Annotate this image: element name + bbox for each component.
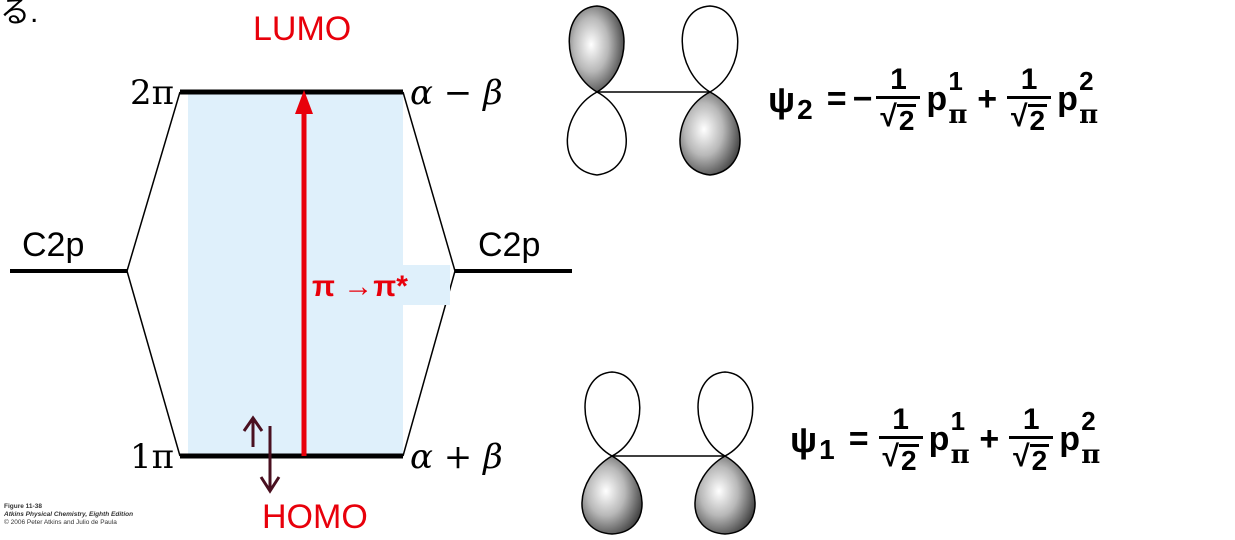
- psi-symbol: ψ: [790, 418, 818, 460]
- plus-sign: +: [979, 420, 1000, 458]
- credit-book-title: Atkins Physical Chemistry, Eighth Editio…: [4, 511, 134, 518]
- orbital-lobe-shaded: [679, 91, 741, 176]
- fraction-numerator: 1: [890, 63, 907, 96]
- fraction-bar: [1007, 96, 1052, 99]
- spin-down-arrowhead: [259, 476, 281, 494]
- pi-subscript: π: [950, 440, 970, 470]
- radical-sign: √: [882, 440, 899, 473]
- fraction: 1 √2: [876, 63, 921, 136]
- atom-index: 1: [950, 406, 966, 436]
- equals-sign: =: [826, 80, 847, 118]
- p-symbol: p: [1057, 80, 1078, 118]
- electron-pair-arrows: [242, 415, 281, 494]
- fraction-denominator: √2: [883, 439, 919, 475]
- radicand: 2: [899, 444, 919, 476]
- fraction-denominator: √2: [1013, 439, 1050, 476]
- fraction-numerator: 1: [1022, 403, 1040, 436]
- atom-index: 1: [948, 66, 963, 96]
- psi-symbol: ψ: [768, 78, 796, 120]
- orbital-lobe-shaded: [581, 455, 643, 535]
- orbital-lobe-shaded: [694, 455, 756, 535]
- bonding-orbital-drawing: [581, 371, 756, 535]
- fraction-numerator: 1: [892, 403, 909, 436]
- pi-subscript: π: [948, 100, 968, 130]
- fraction-denominator: √2: [880, 99, 917, 136]
- radical-sign: √: [1013, 440, 1030, 473]
- homo-label: HOMO: [262, 498, 368, 535]
- equals-sign: =: [848, 420, 869, 458]
- orbital-lobe-white: [584, 371, 641, 457]
- psi-subscript: 2: [797, 93, 813, 125]
- fraction: 1 √2: [1009, 403, 1054, 476]
- transition-arrowhead: [295, 90, 313, 114]
- figure-credit: Figure 11-38 Atkins Physical Chemistry, …: [4, 503, 133, 527]
- energy-label-upper: α − β: [410, 73, 503, 113]
- orbital-lobe-white: [566, 91, 627, 176]
- fraction-bar: [878, 436, 923, 439]
- pi-subscript: π: [1079, 100, 1099, 130]
- fraction-numerator: 1: [1020, 63, 1038, 96]
- p-symbol: p: [1059, 420, 1080, 458]
- orbital-lobe-white: [697, 371, 754, 457]
- c2p-label-right: C2p: [478, 226, 540, 264]
- orbital-lobe-white: [681, 5, 739, 93]
- radical-sign: √: [1011, 100, 1028, 133]
- p-symbol: p: [926, 80, 948, 118]
- fraction-denominator: √2: [1011, 99, 1048, 136]
- antibonding-orbital-drawing: [566, 5, 741, 176]
- radical-sign: √: [880, 100, 897, 133]
- fraction: 1 √2: [878, 403, 923, 475]
- level-label-2pi: 2π: [130, 73, 174, 113]
- correlation-line-left-upper: [126, 91, 181, 272]
- psi-subscript: 1: [819, 433, 835, 465]
- orbital-lobe-shaded: [568, 5, 625, 93]
- radicand: 2: [1029, 444, 1050, 476]
- minus-sign: −: [852, 80, 873, 118]
- transition-label: π →π*: [312, 270, 408, 303]
- correlation-line-right-upper: [402, 91, 456, 272]
- fraction-bar: [876, 96, 921, 99]
- lumo-label: LUMO: [253, 10, 351, 48]
- c2p-label-left: C2p: [22, 226, 84, 264]
- pi-subscript: π: [1081, 440, 1101, 470]
- radicand: 2: [896, 104, 917, 136]
- credit-figure-number: Figure 11-38: [4, 503, 42, 510]
- atom-index: 2: [1079, 66, 1094, 96]
- transition-label-backdrop: [310, 265, 450, 305]
- page-fragment-text: る.: [0, 0, 38, 29]
- credit-copyright: © 2006 Peter Atkins and Julio de Paula: [4, 519, 117, 526]
- energy-label-lower: α + β: [410, 437, 503, 477]
- fraction-bar: [1009, 436, 1054, 439]
- level-label-1pi: 1π: [130, 437, 174, 477]
- plus-sign: +: [977, 80, 998, 118]
- fraction: 1 √2: [1007, 63, 1052, 136]
- correlation-line-left-lower: [126, 270, 181, 457]
- spin-up-arrowhead: [242, 415, 264, 432]
- atom-index: 2: [1081, 406, 1096, 436]
- p-symbol: p: [928, 420, 950, 458]
- radicand: 2: [1027, 104, 1048, 136]
